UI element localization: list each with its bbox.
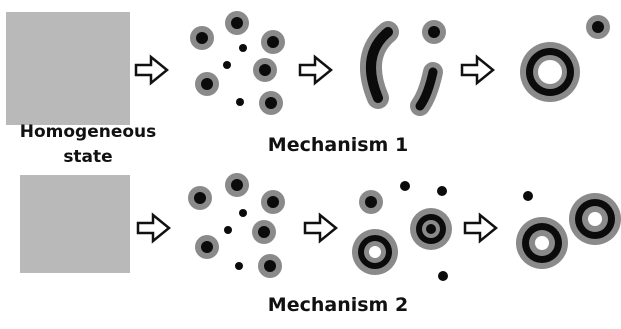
droplet — [258, 254, 282, 278]
mechanism-2-row — [20, 173, 621, 281]
droplet — [188, 186, 212, 210]
droplet — [261, 190, 285, 214]
arrow-icon — [303, 213, 338, 243]
ring-domain-cluster — [520, 15, 610, 102]
droplet — [224, 226, 232, 234]
droplet — [586, 15, 610, 39]
droplet — [253, 58, 277, 82]
droplet — [195, 72, 219, 96]
droplet — [259, 91, 283, 115]
homogeneous-label-line1: Homogeneous — [19, 122, 157, 142]
homogeneous-state-square — [6, 12, 130, 125]
rod-domain — [410, 62, 443, 116]
double-ring-cluster — [516, 191, 621, 269]
droplet — [235, 262, 243, 270]
mechanism-1-row — [6, 11, 610, 125]
homogeneous-state-label: Homogeneous state — [2, 120, 174, 170]
droplet — [437, 186, 447, 196]
droplet — [400, 181, 410, 191]
large-ring — [520, 42, 580, 102]
ring-nucleation-cluster — [352, 181, 452, 281]
homogeneous-state-square — [20, 175, 130, 273]
arrow-icon — [298, 55, 333, 85]
droplet — [225, 173, 249, 197]
droplet — [190, 26, 214, 50]
droplet — [422, 20, 446, 44]
homogeneous-label-line2: state — [63, 147, 113, 167]
medium-ring — [516, 217, 568, 269]
arrow-icon — [136, 213, 171, 243]
arrow-icon — [463, 213, 498, 243]
mechanism-2-label: Mechanism 2 — [267, 294, 409, 316]
droplet — [239, 44, 247, 52]
droplet — [359, 190, 383, 214]
small-ring — [410, 208, 452, 250]
medium-ring — [569, 193, 621, 245]
droplet — [261, 30, 285, 54]
arrow-icon — [460, 55, 495, 85]
curved-domain — [360, 21, 399, 109]
droplet — [236, 98, 244, 106]
arrow-icon — [134, 55, 169, 85]
droplet-cluster — [190, 11, 285, 115]
elongated-domain-cluster — [360, 20, 446, 116]
droplet — [438, 271, 448, 281]
droplet — [223, 61, 231, 69]
mechanism-1-label: Mechanism 1 — [267, 134, 409, 156]
small-ring — [352, 229, 398, 275]
droplet — [523, 191, 533, 201]
droplet — [195, 235, 219, 259]
droplet — [225, 11, 249, 35]
droplet — [252, 220, 276, 244]
droplet-cluster — [188, 173, 285, 278]
droplet — [239, 209, 247, 217]
